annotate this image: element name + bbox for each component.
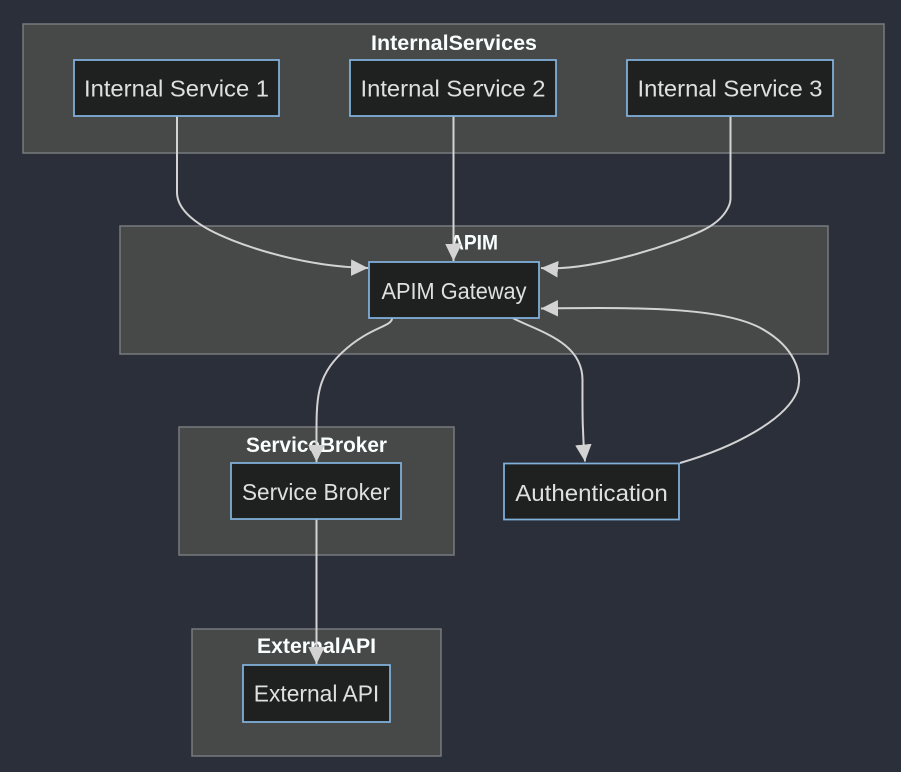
svg-text:APIM: APIM: [450, 231, 498, 255]
svg-text:External API: External API: [254, 681, 380, 707]
svg-text:Service Broker: Service Broker: [242, 479, 390, 505]
svg-text:Internal Service 3: Internal Service 3: [638, 76, 823, 102]
svg-text:Internal Service 1: Internal Service 1: [84, 76, 269, 102]
svg-text:APIM Gateway: APIM Gateway: [382, 278, 527, 304]
svg-text:Internal Service 2: Internal Service 2: [361, 76, 546, 102]
svg-text:InternalServices: InternalServices: [371, 31, 537, 55]
svg-text:Authentication: Authentication: [515, 480, 668, 506]
